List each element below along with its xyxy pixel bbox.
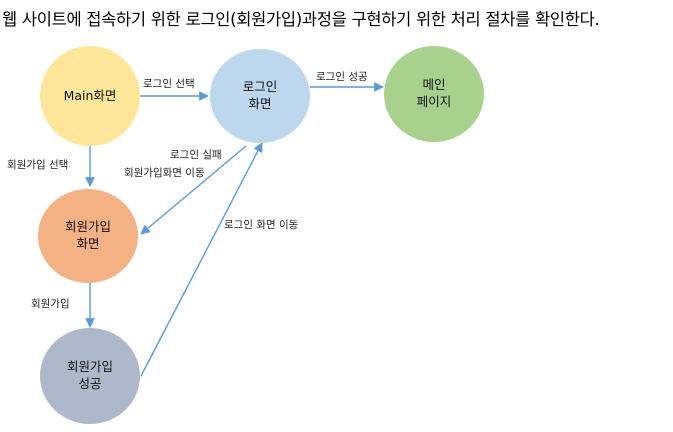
node-main-shape	[40, 46, 140, 146]
edge-login-to-signup	[140, 145, 247, 235]
node-success-shape	[40, 328, 140, 424]
node-signup: 회원가입 화면	[38, 189, 138, 283]
node-success-label-2: 성공	[78, 376, 101, 391]
node-login: 로그인 화면	[210, 49, 310, 143]
node-mainpage: 메인 페이지	[384, 46, 484, 142]
node-login-shape	[210, 49, 310, 143]
node-main-label: Main화면	[64, 88, 117, 103]
edge-label-signup: 회원가입	[31, 297, 70, 310]
node-success: 회원가입 성공	[40, 328, 140, 424]
edge-success-to-login	[140, 142, 263, 377]
edge-label-goto-signup: 회원가입화면 이동	[124, 166, 205, 179]
node-signup-label-1: 회원가입	[65, 219, 111, 234]
edge-label-login-select: 로그인 선택	[143, 78, 195, 90]
edge-label-signup-select: 회원가입 선택	[7, 158, 68, 171]
edge-label-login-fail: 로그인 실패	[170, 149, 222, 161]
page-title: 웹 사이트에 접속하기 위한 로그인(회원가입)과정을 구현하기 위한 처리 절…	[2, 10, 600, 29]
node-mainpage-label-1: 메인	[422, 77, 445, 92]
node-signup-label-2: 화면	[76, 236, 99, 251]
node-success-label-1: 회원가입	[67, 359, 113, 374]
node-signup-shape	[38, 189, 138, 283]
edge-label-login-success: 로그인 성공	[316, 71, 368, 83]
node-mainpage-label-2: 페이지	[417, 94, 452, 109]
node-login-label-1: 로그인	[243, 79, 278, 94]
node-login-label-2: 화면	[248, 96, 271, 111]
node-main: Main화면	[40, 46, 140, 146]
edge-label-goto-login: 로그인 화면 이동	[224, 219, 299, 231]
node-mainpage-shape	[384, 46, 484, 142]
